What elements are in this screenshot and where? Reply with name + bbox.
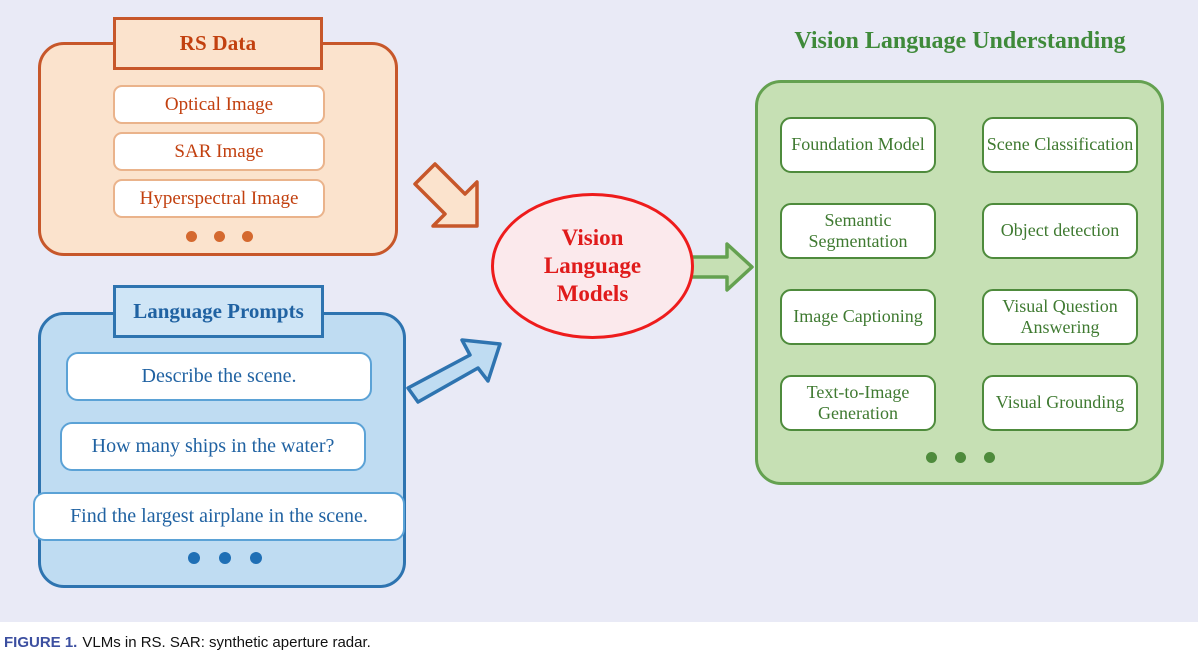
language-prompt-item-describe-scene: Describe the scene. bbox=[66, 352, 372, 401]
vlu-item-label: Scene Classification bbox=[986, 134, 1134, 155]
rs-data-item-hyperspectral-image: Hyperspectral Image bbox=[113, 179, 325, 218]
rs-data-item-sar-image: SAR Image bbox=[113, 132, 325, 171]
rs-data-item-label: Optical Image bbox=[164, 93, 274, 115]
rs-data-title: RS Data bbox=[179, 31, 257, 55]
vlu-item-foundation-model: Foundation Model bbox=[780, 117, 936, 173]
language-prompt-item-find-airplane: Find the largest airplane in the scene. bbox=[33, 492, 405, 541]
language-prompt-label: Find the largest airplane in the scene. bbox=[70, 505, 368, 527]
dot-icon bbox=[925, 451, 937, 463]
vlm-line-2: Language bbox=[543, 252, 642, 278]
language-prompt-label: How many ships in the water? bbox=[91, 435, 335, 457]
figure-caption-text: VLMs in RS. SAR: synthetic aperture rada… bbox=[82, 634, 371, 651]
vlu-title-text: Vision Language Understanding bbox=[794, 27, 1126, 54]
dot-icon bbox=[954, 451, 966, 463]
language-prompt-label: Describe the scene. bbox=[141, 365, 297, 387]
vlu-item-label: Image Captioning bbox=[793, 306, 923, 327]
dot-icon bbox=[219, 552, 231, 564]
rs-data-item-label: SAR Image bbox=[174, 140, 264, 162]
rs-data-item-optical-image: Optical Image bbox=[113, 85, 325, 124]
vlu-item-label: Foundation Model bbox=[791, 134, 925, 155]
rs-data-ellipsis-dots bbox=[113, 226, 325, 246]
figure-caption: FIGURE 1. VLMs in RS. SAR: synthetic ape… bbox=[0, 622, 1198, 663]
language-prompts-title-tab: Language Prompts bbox=[113, 285, 324, 338]
dot-icon bbox=[983, 451, 995, 463]
vlu-item-label: Text-to-Image Generation bbox=[806, 381, 910, 423]
dot-icon bbox=[185, 230, 197, 242]
vlu-item-visual-question-answering: Visual Question Answering bbox=[982, 289, 1138, 345]
vlu-item-label: Semantic Segmentation bbox=[808, 209, 908, 251]
vlu-item-visual-grounding: Visual Grounding bbox=[982, 375, 1138, 431]
dot-icon bbox=[241, 230, 253, 242]
vision-language-understanding-title: Vision Language Understanding bbox=[755, 24, 1165, 58]
vlu-ellipsis-dots bbox=[890, 447, 1030, 467]
prompts-to-vlm-arrow bbox=[406, 338, 502, 404]
vlm-line-3: Models bbox=[556, 281, 629, 307]
figure-canvas: RS Data Optical Image SAR Image Hyperspe… bbox=[0, 0, 1198, 622]
vlu-item-text-to-image-generation: Text-to-Image Generation bbox=[780, 375, 936, 431]
figure-number-label: FIGURE 1. bbox=[4, 634, 78, 651]
vision-language-models-ellipse: Vision Language Models bbox=[491, 193, 694, 339]
vlu-item-label: Visual Grounding bbox=[995, 392, 1125, 413]
vlu-item-label: Visual Question Answering bbox=[1002, 295, 1118, 337]
dot-icon bbox=[188, 552, 200, 564]
rs-data-item-label: Hyperspectral Image bbox=[139, 187, 299, 209]
rs-data-title-tab: RS Data bbox=[113, 17, 323, 70]
dot-icon bbox=[250, 552, 262, 564]
language-prompts-title: Language Prompts bbox=[133, 299, 304, 323]
vlu-item-semantic-segmentation: Semantic Segmentation bbox=[780, 203, 936, 259]
vlu-item-scene-classification: Scene Classification bbox=[982, 117, 1138, 173]
language-prompts-ellipsis-dots bbox=[155, 548, 295, 568]
vlu-item-object-detection: Object detection bbox=[982, 203, 1138, 259]
language-prompt-item-count-ships: How many ships in the water? bbox=[60, 422, 366, 471]
vlm-line-1: Vision bbox=[561, 224, 624, 250]
vlu-item-image-captioning: Image Captioning bbox=[780, 289, 936, 345]
dot-icon bbox=[213, 230, 225, 242]
vlu-item-label: Object detection bbox=[1000, 220, 1120, 241]
rs-to-vlm-arrow bbox=[413, 162, 479, 228]
